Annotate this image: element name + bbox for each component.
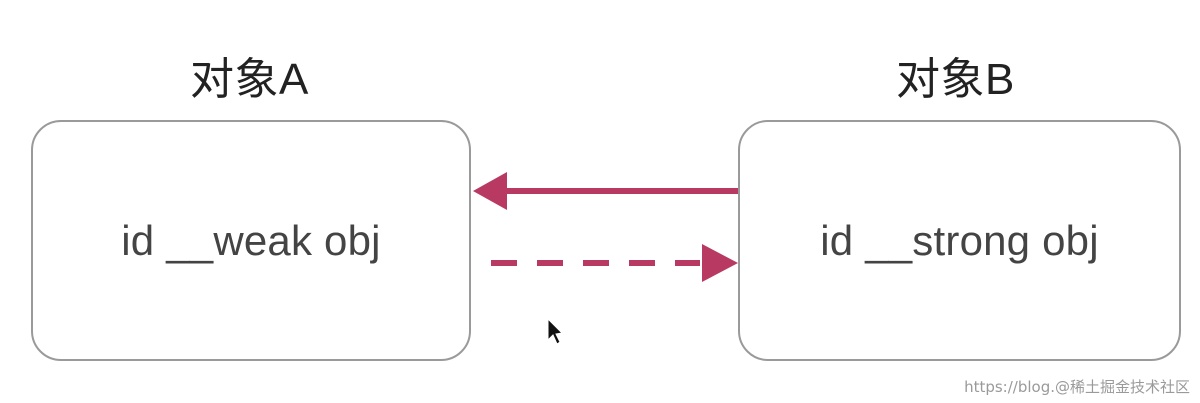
object-b-title: 对象B bbox=[896, 55, 1015, 104]
object-b-label: id __strong obj bbox=[820, 216, 1099, 264]
object-a-box: id __weak obj bbox=[31, 120, 471, 361]
watermark: https://blog.@稀土掘金技术社区 bbox=[964, 378, 1190, 396]
object-a-title: 对象A bbox=[190, 55, 309, 104]
weak-reference-arrow bbox=[491, 244, 738, 282]
object-a-label: id __weak obj bbox=[121, 216, 381, 264]
mouse-cursor-icon bbox=[547, 317, 564, 345]
object-b-box: id __strong obj bbox=[738, 120, 1181, 361]
strong-reference-arrow bbox=[473, 172, 738, 210]
